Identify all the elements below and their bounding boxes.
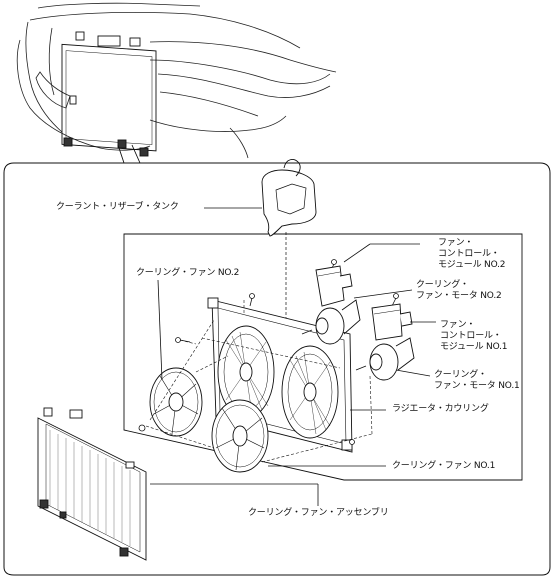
cooling-fan-no2 xyxy=(149,367,203,437)
cooling-fan-motor-no1 xyxy=(355,337,415,381)
label-coolant-reserve-tank: クーラント・リザーブ・タンク xyxy=(56,202,179,212)
coolant-reserve-tank xyxy=(261,159,317,237)
radiator xyxy=(37,407,147,561)
cooling-fan-motor-no2 xyxy=(301,299,361,345)
assembly-frame xyxy=(123,233,523,481)
label-cooling-fan-no2: クーリング・ファン NO.2 xyxy=(136,268,240,278)
label-cooling-fan-motor-no1: クーリング・ ファン・モータ NO.1 xyxy=(434,370,520,391)
callout-frame xyxy=(3,162,551,576)
label-radiator-shroud: ラジエータ・カウリング xyxy=(392,404,489,414)
label-cooling-fan-no1: クーリング・ファン NO.1 xyxy=(392,461,496,471)
vehicle-radiator xyxy=(61,31,157,157)
fan-control-module-no1 xyxy=(371,303,413,341)
label-fan-control-module-no2: ファン・ コントロール・ モジュール NO.2 xyxy=(438,238,506,270)
screws xyxy=(138,259,399,445)
vehicle-front-illustration xyxy=(16,2,337,159)
label-cooling-fan-assembly: クーリング・ファン・アッセンブリ xyxy=(248,508,389,518)
fan-control-module-no2 xyxy=(315,265,353,307)
cooling-fan-no1 xyxy=(211,399,269,473)
label-fan-control-module-no1: ファン・ コントロール・ モジュール NO.1 xyxy=(440,320,508,352)
label-cooling-fan-motor-no2: クーリング・ ファン・モータ NO.2 xyxy=(416,280,502,301)
